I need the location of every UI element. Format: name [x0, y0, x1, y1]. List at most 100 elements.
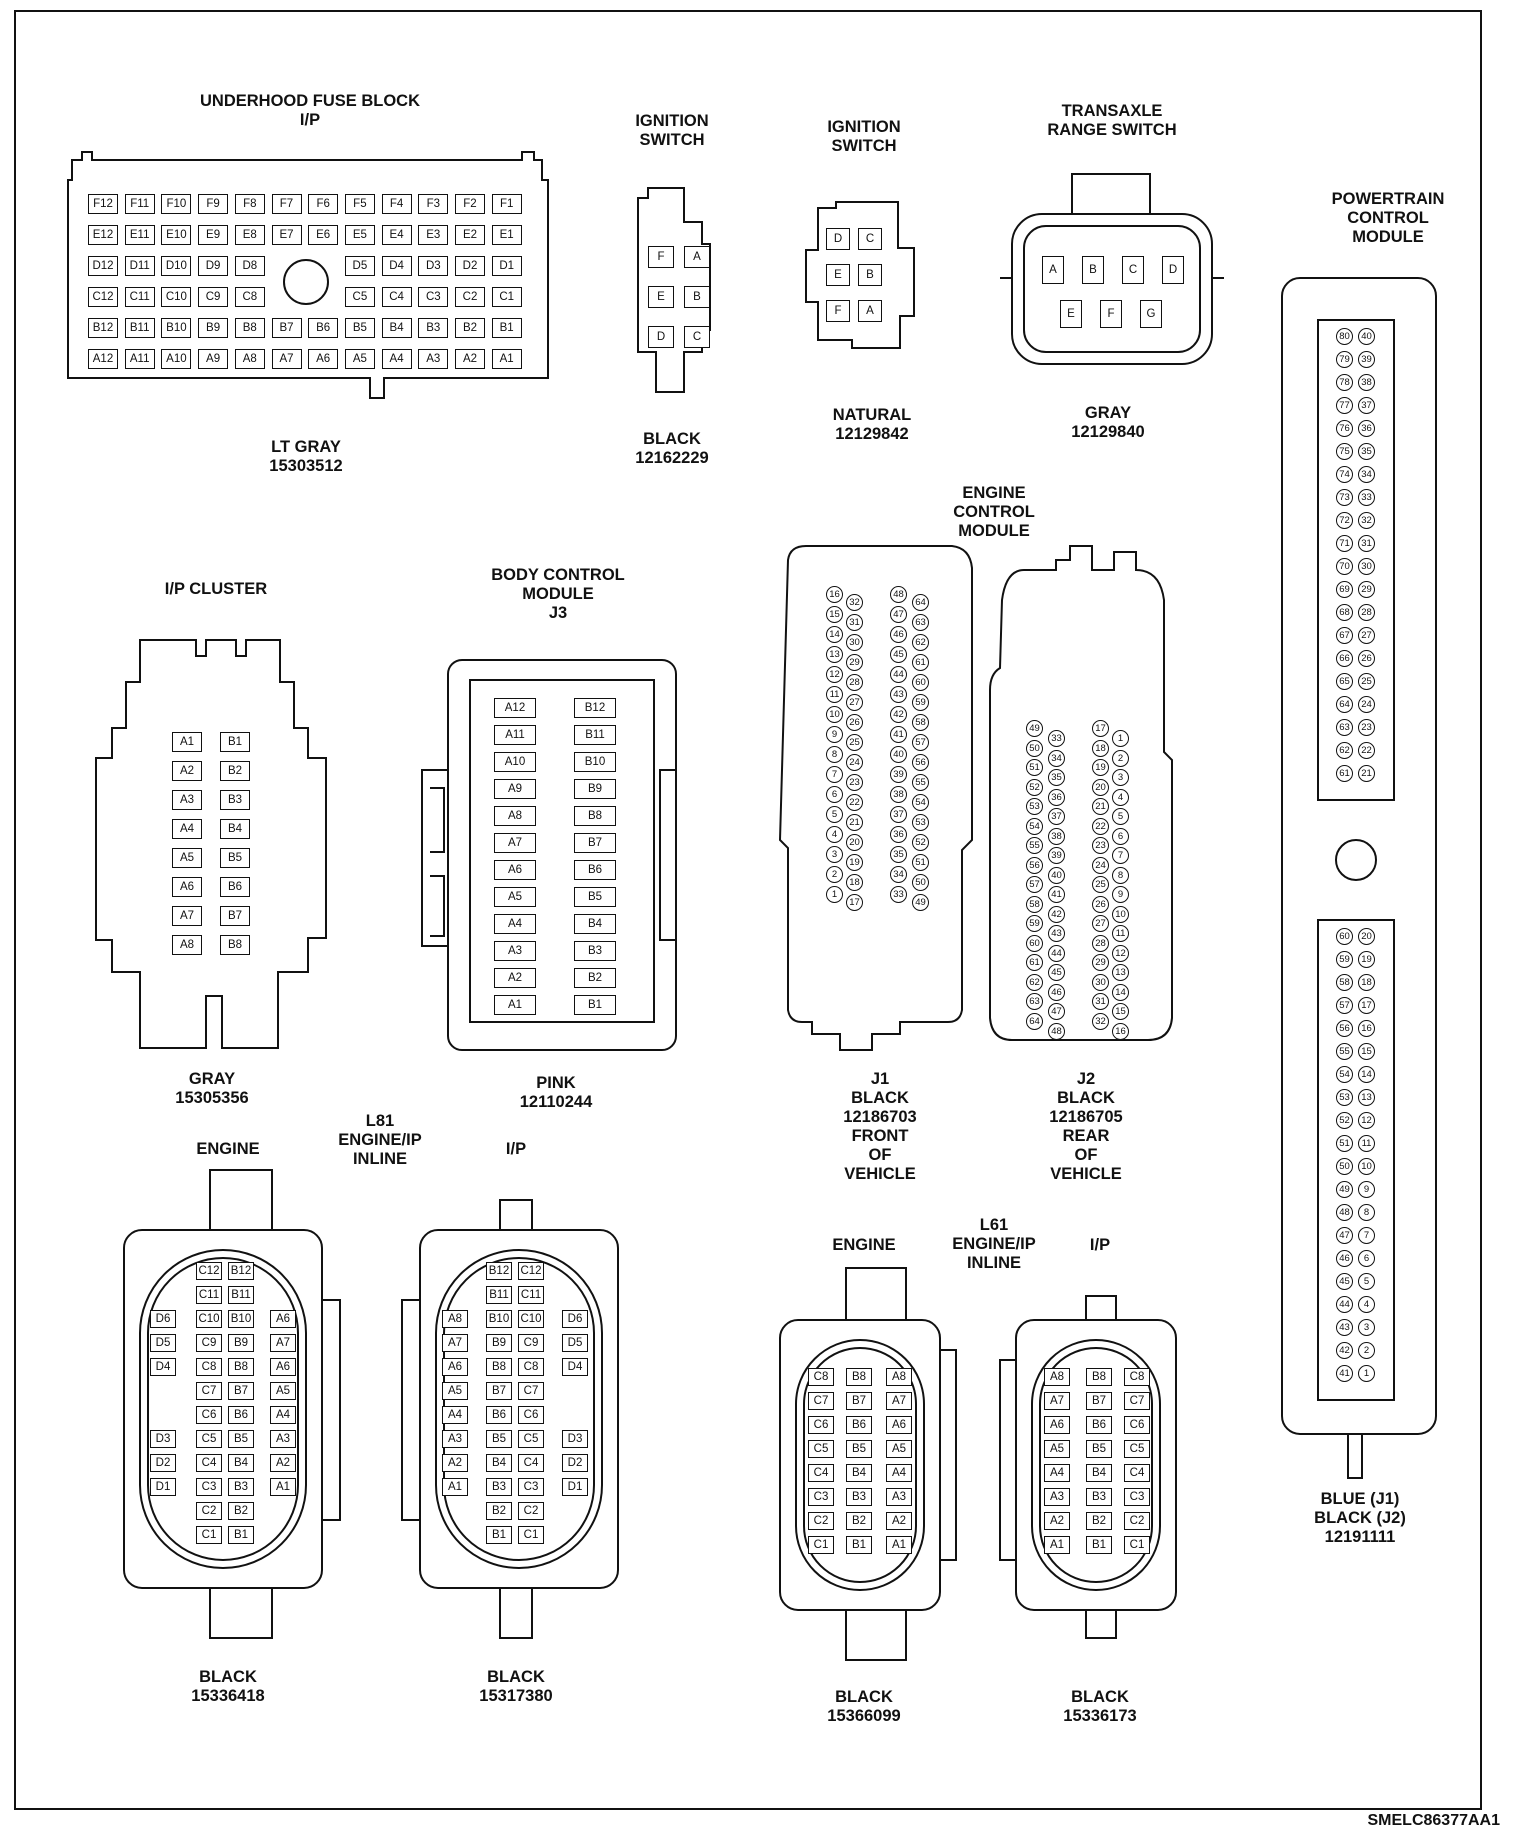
l61-ip-pin: B5: [1086, 1440, 1112, 1458]
fuse-cavity: A5: [344, 349, 375, 369]
pcm-pin: 33: [1358, 489, 1375, 506]
l81-engine-pin: B11: [228, 1286, 254, 1304]
l81-ip-bottom-latch: [499, 1587, 533, 1639]
cluster-housing: [95, 639, 327, 1049]
cluster-pin: B7: [220, 906, 250, 926]
ecm-j1-pin: 61: [912, 654, 929, 671]
pcm-upper-frame: [1317, 319, 1395, 801]
pcm-pin: 23: [1358, 719, 1375, 736]
ecm-j2-pin: 30: [1092, 973, 1109, 991]
l61-ip-title-line: I/P: [1089, 1236, 1111, 1254]
bcm-pin: A5: [494, 887, 536, 907]
pcm-pin: 68: [1336, 604, 1353, 621]
ecm-j1-pin: 32: [846, 594, 863, 611]
l61-engine-pin: A1: [886, 1536, 912, 1554]
pcm-pin: 79: [1336, 351, 1353, 368]
bcm-pin: B6: [574, 860, 616, 880]
l61-title-line: ENGINE/IP: [952, 1235, 1036, 1253]
l61-engine-pin: C8: [808, 1368, 834, 1386]
l61-ip-bottom-latch: [1085, 1609, 1117, 1639]
fuse-cavity: B11: [124, 318, 155, 338]
pcm-pin: 80: [1336, 328, 1353, 345]
ecm-j1-part-line: BLACK: [851, 1089, 909, 1107]
ecm-j2-part-line: OF: [1074, 1146, 1098, 1164]
ecm-j1-pin: 51: [912, 854, 929, 871]
fuse-cavity: E8: [234, 225, 265, 245]
l81-engine-pin: A1: [270, 1478, 296, 1496]
ecm-j1-pin: 26: [846, 714, 863, 731]
l61-ip-pin: B4: [1086, 1464, 1112, 1482]
pcm-pin: 37: [1358, 397, 1375, 414]
l81-title-line: INLINE: [352, 1150, 408, 1168]
bcm-title-line: MODULE: [522, 585, 594, 603]
l81-ip-pin: B5: [486, 1430, 512, 1448]
pcm-pin: 7: [1358, 1227, 1375, 1244]
pcm-pin: 41: [1336, 1365, 1353, 1382]
l81-engine-pin: D3: [150, 1430, 176, 1448]
cluster-part-line: 15305356: [175, 1089, 249, 1107]
l81-engine-pin: B10: [228, 1310, 254, 1328]
bcm-title-line: J3: [548, 604, 568, 622]
ecm-j1-pin: 44: [890, 666, 907, 683]
l61-ip-side-tab: [999, 1359, 1016, 1561]
ecm-j2-pin: 61: [1026, 954, 1043, 971]
fuse-cavity: A2: [455, 349, 485, 369]
ecm-j2-pin: 54: [1026, 817, 1043, 835]
cluster-pin: B2: [220, 761, 250, 781]
l61-ip-pin: A6: [1044, 1416, 1070, 1434]
ecm-j1-part-line: VEHICLE: [844, 1165, 916, 1183]
fuse-cavity: E10: [161, 225, 192, 245]
l61-ip-pin: C5: [1124, 1440, 1150, 1458]
ecm-j1-pin: 41: [890, 726, 907, 743]
bcm-pin: B12: [574, 698, 616, 718]
fuse-cavity: C9: [198, 287, 229, 307]
ignition-switch-1-title-line: IGNITION: [635, 112, 709, 130]
l61-engine-pin: C3: [808, 1488, 834, 1506]
l81-ip-pin: B10: [486, 1310, 512, 1328]
ecm-j2-pin: 57: [1026, 876, 1043, 893]
fuse-cavity: B1: [491, 318, 522, 338]
l81-engine-pin: D4: [150, 1358, 176, 1376]
l81-engine-pin: B7: [228, 1382, 254, 1400]
ignition-switch-1-pin: B: [684, 286, 710, 308]
cluster-pin: B8: [220, 935, 250, 955]
fuse-cavity: D2: [455, 256, 485, 276]
fuse-cavity: A6: [308, 349, 339, 369]
pcm-pin: 50: [1336, 1158, 1353, 1175]
l81-engine-pin: A6: [270, 1310, 296, 1328]
fuse-cavity: E12: [88, 225, 118, 245]
l81-engine-pin: B3: [228, 1478, 254, 1496]
ecm-j1-pin: 12: [826, 666, 843, 683]
l61-ip-pin: B1: [1086, 1536, 1112, 1554]
fuse-cavity: A3: [418, 349, 449, 369]
l61-engine-pin: C5: [808, 1440, 834, 1458]
l81-engine-pin: D6: [150, 1310, 176, 1328]
ignition-switch-1-pin: C: [684, 326, 710, 348]
pcm-pin: 61: [1336, 765, 1353, 782]
l81-engine-pin: C1: [196, 1526, 222, 1544]
fuse-cavity: D1: [491, 256, 522, 276]
l61-ip-pin: A4: [1044, 1464, 1070, 1482]
ecm-j1-pin: 42: [890, 706, 907, 723]
fuse-cavity: B5: [344, 318, 375, 338]
pcm-part-line: BLACK (J2): [1314, 1509, 1406, 1527]
pcm-pin: 51: [1336, 1135, 1353, 1152]
pcm-pin: 48: [1336, 1204, 1353, 1221]
ecm-j2-pin: 13: [1112, 964, 1129, 981]
l81-ip-pin: A6: [442, 1358, 468, 1376]
bcm-housing: [447, 659, 677, 1051]
pcm-pin: 47: [1336, 1227, 1353, 1244]
ecm-j2-pin: 48: [1048, 1022, 1065, 1040]
ecm-j2-part-line: REAR: [1062, 1127, 1110, 1145]
ecm-j2-pin: 39: [1048, 847, 1065, 864]
transaxle-switch-part-line: GRAY: [1084, 404, 1132, 422]
l81-engine-oval-inner: [147, 1257, 299, 1561]
pcm-pin: 62: [1336, 742, 1353, 759]
fuse-cavity: F2: [455, 194, 485, 214]
fuse-block-part-line: LT GRAY: [271, 438, 341, 456]
ignition-switch-2-pin: D: [826, 228, 850, 250]
ecm-j2-pin: 9: [1112, 886, 1129, 903]
l61-engine-title: ENGINE: [832, 1236, 895, 1255]
